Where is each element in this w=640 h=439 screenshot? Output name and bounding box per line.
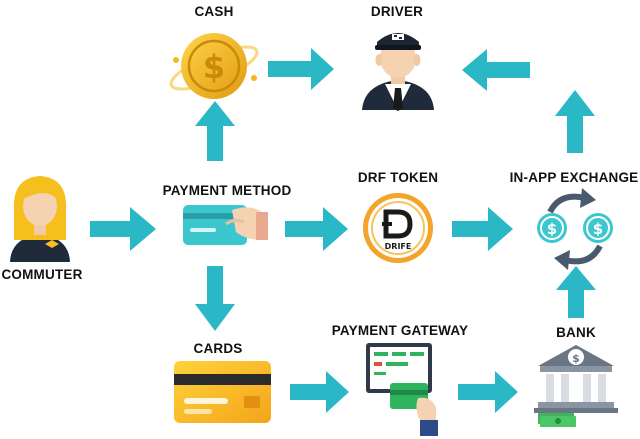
arrow-exchange-up: [555, 90, 595, 153]
arrow-bank-to-exchange: [556, 266, 596, 318]
arrow-cards-to-gateway: [290, 371, 349, 413]
card-in-hand-icon: [183, 205, 268, 245]
commuter-label: COMMUTER: [1, 267, 83, 282]
currency-exchange-icon: $ $: [537, 188, 613, 270]
arrow-payment-to-cash: [195, 101, 235, 161]
commuter-avatar-icon: [10, 176, 70, 262]
svg-text:$: $: [593, 220, 603, 238]
payment-method-label: PAYMENT METHOD: [162, 183, 292, 198]
bank-building-icon: $: [534, 345, 618, 427]
payment-gateway-label: PAYMENT GATEWAY: [331, 323, 469, 338]
svg-text:$: $: [203, 48, 225, 86]
pos-terminal-icon: [366, 343, 438, 436]
cards-label: CARDS: [193, 341, 243, 356]
arrow-commuter-to-payment: [90, 207, 156, 251]
drf-token-label: DRF TOKEN: [357, 170, 439, 185]
arrow-gateway-to-bank: [458, 371, 518, 413]
drife-token-icon: DRIFE: [363, 193, 433, 263]
dollar-coin-icon: $: [169, 33, 259, 99]
svg-text:$: $: [547, 220, 557, 238]
credit-card-icon: [174, 361, 271, 423]
arrow-payment-to-cards: [195, 266, 235, 331]
arrow-token-to-exchange: [452, 207, 513, 251]
in-app-exchange-label: IN-APP EXCHANGE: [509, 170, 639, 185]
svg-text:$: $: [572, 352, 580, 365]
arrow-exchange-to-driver: [462, 49, 530, 91]
driver-avatar-icon: [362, 33, 434, 111]
cash-label: CASH: [194, 4, 234, 19]
drife-token-text: DRIFE: [385, 242, 412, 251]
bank-label: BANK: [556, 325, 596, 340]
arrow-payment-to-token: [285, 207, 348, 251]
arrow-cash-to-driver: [268, 48, 334, 90]
driver-label: DRIVER: [370, 4, 424, 19]
